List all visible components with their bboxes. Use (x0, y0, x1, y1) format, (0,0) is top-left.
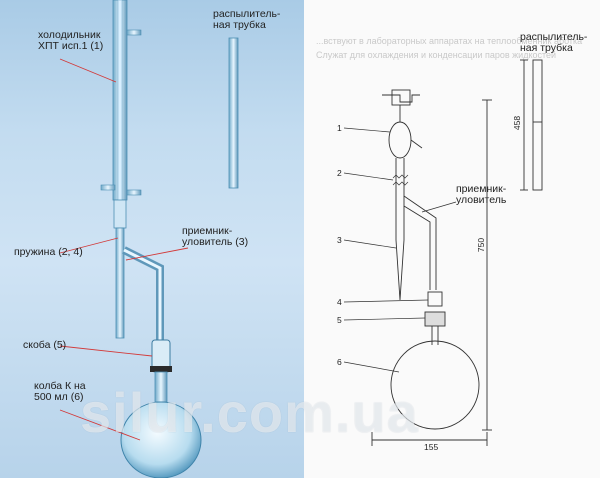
drawing-joint (427, 291, 443, 307)
receiver-side-arm (122, 246, 164, 340)
clamp-band (150, 366, 172, 372)
condenser-side-tube-bottom-right (126, 189, 142, 196)
drawing-clamp (424, 311, 446, 327)
spray-tube-photo (228, 37, 239, 189)
drawing-panel: ...вствуют в лабораторных аппаратах на т… (304, 0, 600, 478)
drawing-leader-lines (343, 127, 457, 373)
technical-drawing (343, 59, 543, 446)
part-number-4: 4 (337, 297, 342, 307)
ground-joint (113, 199, 127, 229)
label-condenser: холодильник ХПТ исп.1 (1) (38, 29, 104, 52)
drawing-spray-tube (532, 59, 543, 191)
photo-leader-lines (59, 58, 189, 441)
drawing-receiver-taper (395, 239, 405, 301)
condenser-side-tube-bottom (100, 184, 116, 191)
drawing-flask (390, 340, 480, 430)
photo-panel: холодильник ХПТ исп.1 (1) распылитель- н… (0, 0, 304, 478)
label-clamp: скоба (5) (23, 339, 67, 351)
dimension-155: 155 (424, 442, 439, 452)
label-receiver-photo: приемник- уловитель (3) (182, 225, 249, 248)
part-number-1: 1 (337, 123, 342, 133)
part-number-5: 5 (337, 315, 342, 325)
label-receiver-drawing: приемник- уловитель (456, 183, 507, 206)
watermark-text: silur.com.ua (80, 381, 419, 444)
flask-photo (120, 401, 202, 478)
label-flask: колба К на 500 мл (6) (34, 380, 86, 403)
apparatus-photo (59, 0, 239, 478)
faint-text-1: ...вствуют в лабораторных аппаратах на т… (316, 36, 583, 46)
dimension-750: 750 (476, 237, 487, 253)
drawing-condenser-bulb (388, 121, 412, 159)
dimension-458: 458 (512, 115, 523, 131)
label-spring: пружина (2, 4) (14, 246, 83, 258)
condenser-side-tube-top (126, 29, 142, 36)
receiver-tube-photo (115, 227, 125, 339)
part-number-6: 6 (337, 357, 342, 367)
part-number-2: 2 (337, 168, 342, 178)
drawing-condenser-head (382, 94, 420, 103)
faint-text-2: Служат для охлаждения и конденсации паро… (316, 50, 557, 60)
label-spray-tube-drawing: распылитель- ная трубка (520, 31, 588, 54)
part-number-3: 3 (337, 235, 342, 245)
label-spray-tube-photo: распылитель- ная трубка (213, 8, 281, 31)
drawing-side-arm (403, 195, 437, 290)
